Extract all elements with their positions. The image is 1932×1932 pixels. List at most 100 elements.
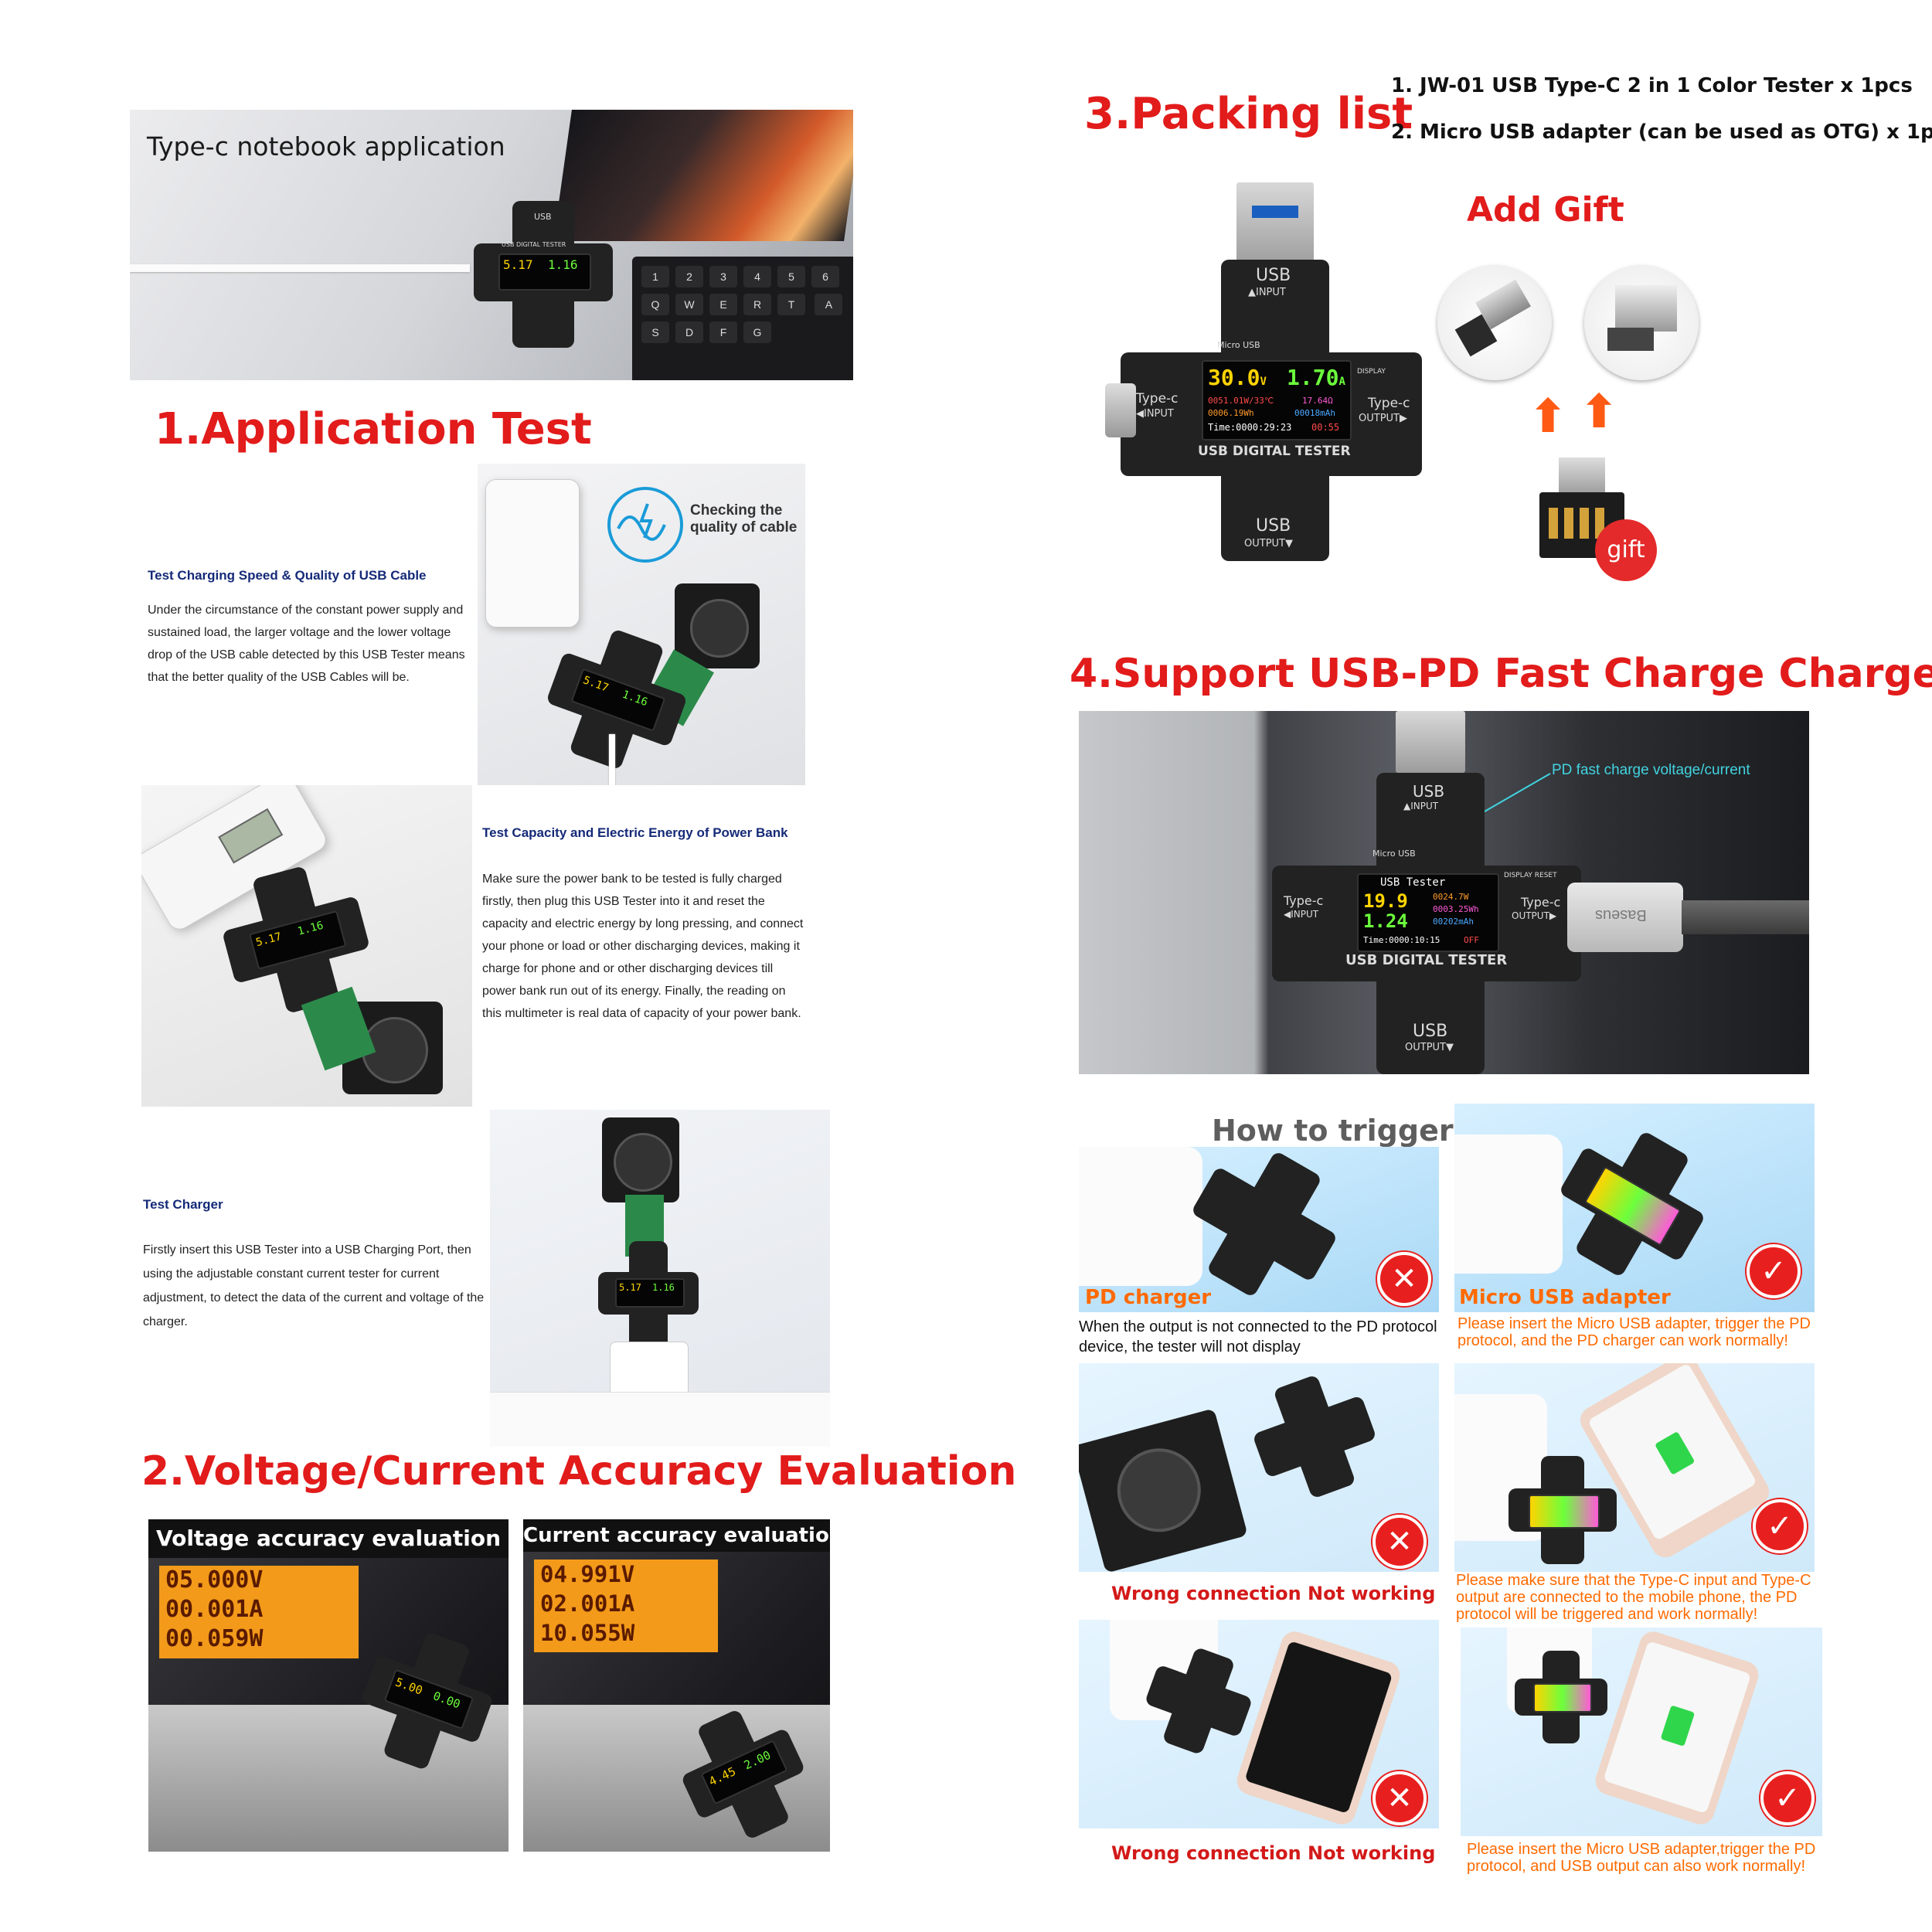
power-bank-photo: 5.17 1.16 xyxy=(141,785,472,1107)
fan-module xyxy=(602,1117,679,1202)
screen-voltage: 19.9 xyxy=(1363,890,1408,912)
tester-brand: USB DIGITAL TESTER xyxy=(502,241,566,248)
typec-out-label: Type-c xyxy=(1368,396,1410,411)
key: 6 xyxy=(811,266,839,287)
packing-item-1: 1. JW-01 USB Type-C 2 in 1 Color Tester … xyxy=(1391,74,1913,97)
checking-cable-label: Checking the quality of cable xyxy=(690,502,798,536)
gift-adapter-circle-2 xyxy=(1584,266,1699,380)
power-strip xyxy=(490,1392,830,1447)
pd-cell-1: ✕ PD charger xyxy=(1079,1147,1439,1312)
key: 5 xyxy=(777,266,805,287)
screen-time: Time:0000:29:23 xyxy=(1208,422,1292,433)
screen-current: 2.00 xyxy=(741,1747,774,1773)
micro-adapter-label: Micro USB adapter xyxy=(1459,1286,1671,1309)
typec-in-label: Type-c xyxy=(1284,893,1324,908)
cell-tester xyxy=(1515,1651,1607,1743)
lcd-line: 04.991V xyxy=(540,1561,635,1587)
section-1-title: 1.Application Test xyxy=(155,404,592,454)
lcd-line: 10.055W xyxy=(540,1620,635,1646)
key: F xyxy=(709,321,737,343)
screen-energy: 0003.25Wh xyxy=(1433,904,1479,914)
screen-voltage: 5.00 xyxy=(393,1675,425,1698)
usb-out-sublabel: OUTPUT▼ xyxy=(1405,1042,1454,1053)
screen-current: 0.00 xyxy=(430,1689,463,1712)
orange-arrow-icon: ⬆ xyxy=(1529,389,1568,444)
typec-out-label: Type-c xyxy=(1521,895,1561,910)
cap-1: When the output is not connected to the … xyxy=(1079,1318,1437,1355)
usb-out-sublabel: OUTPUT▼ xyxy=(1244,538,1293,549)
lcd-line: 00.001A xyxy=(165,1596,264,1623)
key: S xyxy=(641,321,669,343)
usb-in-label: USB xyxy=(1256,266,1291,285)
voltage-lcd: 05.000V 00.001A 00.059W xyxy=(159,1566,359,1658)
packing-tester-screen: 30.0V 1.70A 0051.01W/33℃ 17.64Ω 0006.19W… xyxy=(1202,360,1352,440)
key: Q xyxy=(641,294,669,315)
baseus-cable xyxy=(1682,900,1809,934)
pd-label: PD fast charge voltage/current xyxy=(1552,762,1750,778)
screen-resistance: 17.64Ω xyxy=(1302,396,1333,406)
pd-tester: USB ▲INPUT Micro USB DISPLAY RESET Type-… xyxy=(1272,711,1581,1074)
notebook-tester: 5.17 1.16 USB USB DIGITAL TESTER xyxy=(474,201,613,348)
notebook-title: Type-c notebook application xyxy=(147,131,505,162)
usb-out-label: USB xyxy=(1256,516,1291,536)
lcd-line: 00.059W xyxy=(165,1625,264,1652)
screen-current: 1.16 xyxy=(652,1282,675,1293)
block-2-text: Make sure the power bank to be tested is… xyxy=(482,872,804,1020)
gift-badge: gift xyxy=(1595,519,1657,581)
screen-current: 1.16 xyxy=(548,257,578,272)
block-3-text: Firstly insert this USB Tester into a US… xyxy=(143,1243,485,1328)
x-icon: ✕ xyxy=(1377,1252,1431,1306)
display-button-label: DISPLAY xyxy=(1357,368,1386,376)
x-icon: ✕ xyxy=(1372,1515,1427,1569)
screen-time: Time:0000:10:15 xyxy=(1363,935,1440,945)
tester-usb-label: USB xyxy=(534,212,552,222)
section-3-title: 3.Packing list xyxy=(1084,89,1413,139)
key: 1 xyxy=(641,266,669,287)
orange-arrow-icon: ⬆ xyxy=(1580,385,1619,439)
cable-test-photo: Checking the quality of cable 5.17 1.16 xyxy=(478,464,805,785)
gift-adapter-circle-1 xyxy=(1437,266,1552,380)
screen-status: OFF xyxy=(1464,935,1479,945)
screen-voltage: 5.17 xyxy=(254,930,284,950)
tester-brand: USB DIGITAL TESTER xyxy=(1345,952,1508,968)
key: 4 xyxy=(743,266,771,287)
screen-energy: 0006.19Wh xyxy=(1208,408,1254,418)
voltage-eval-photo: Voltage accuracy evaluation 05.000V 00.0… xyxy=(148,1519,509,1852)
white-cable xyxy=(130,264,470,272)
current-lcd: 04.991V 02.001A 10.055W xyxy=(534,1560,718,1652)
screen-voltage: 30.0V xyxy=(1208,365,1267,390)
screen-voltage: 5.17 xyxy=(619,1282,641,1293)
charger-tester: 5.17 1.16 xyxy=(598,1241,699,1349)
add-gift-title: Add Gift xyxy=(1467,190,1624,230)
key: 2 xyxy=(675,266,703,287)
typec-out-sublabel: OUTPUT▶ xyxy=(1512,910,1557,921)
lcd-line: 05.000V xyxy=(165,1566,264,1594)
screen-voltage-unit: V xyxy=(1260,376,1267,388)
charger-brick xyxy=(485,479,580,628)
pd-cell-6: ✓ xyxy=(1461,1628,1822,1836)
screen-power: 0024.7W xyxy=(1433,892,1469,902)
key: R xyxy=(743,294,771,315)
fan-module xyxy=(675,583,760,668)
lcd-line: 02.001A xyxy=(540,1590,635,1617)
block-1-text: Under the circumstance of the constant p… xyxy=(148,604,465,684)
usb-out-label: USB xyxy=(1413,1022,1448,1041)
screen-temp: 00:55 xyxy=(1311,422,1340,433)
wrong-2: Wrong connection Not working xyxy=(1111,1842,1436,1864)
usb-in-label: USB xyxy=(1413,782,1445,801)
packing-tester: USB ▲INPUT Micro USB Type-c ◀INPUT Type-… xyxy=(1105,182,1422,561)
pd-cell-4: ✓ xyxy=(1454,1363,1815,1572)
key: W xyxy=(675,294,703,315)
display-button-label: DISPLAY RESET xyxy=(1504,872,1557,879)
charger-test-photo: 5.17 1.16 xyxy=(490,1110,830,1447)
screen-current: 1.24 xyxy=(1363,910,1408,932)
usb-a-plug xyxy=(1236,182,1314,267)
screen-current-value: 1.70 xyxy=(1287,365,1339,390)
pd-charger-photo: PD fast charge voltage/current USB ▲INPU… xyxy=(1079,711,1809,1074)
screen-voltage-value: 30.0 xyxy=(1208,365,1260,390)
screen-voltage: 5.17 xyxy=(581,674,611,695)
pd-cell-5: ✕ xyxy=(1079,1620,1439,1828)
check-icon: ✓ xyxy=(1747,1244,1801,1298)
voltage-eval-head: Voltage accuracy evaluation xyxy=(148,1519,509,1558)
